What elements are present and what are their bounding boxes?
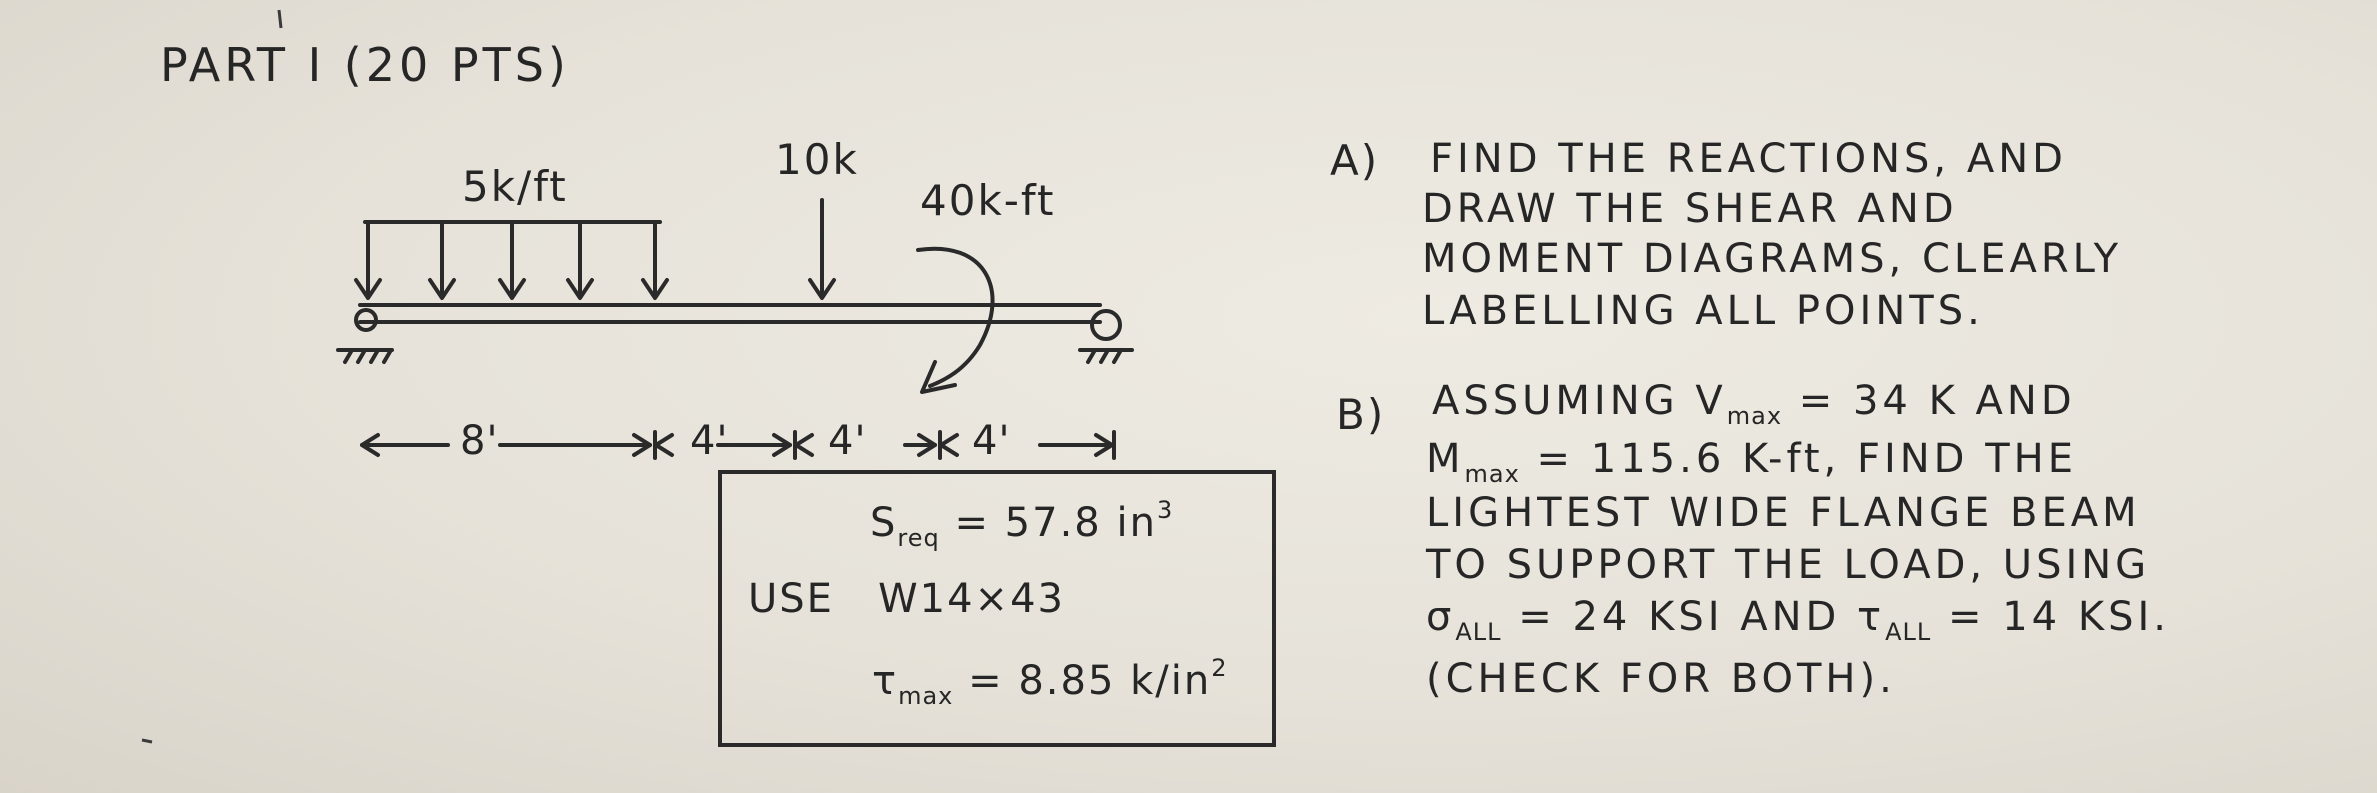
- page-title: PART I (20 PTS): [160, 38, 570, 92]
- moment-load-label: 40k-ft: [920, 176, 1056, 225]
- question-b-line-5: σALL = 24 KSI AND τALL = 14 KSI.: [1426, 594, 2170, 646]
- question-b-label: B): [1336, 390, 1386, 439]
- question-b-line-3: LIGHTEST WIDE FLANGE BEAM: [1426, 490, 2141, 536]
- question-a-line-3: MOMENT DIAGRAMS, CLEARLY: [1422, 236, 2123, 282]
- answer-box: Sreq = 57.8 in3 USE W14×43 τmax = 8.85 k…: [718, 470, 1276, 747]
- question-b-line-1: ASSUMING Vmax = 34 K AND: [1432, 378, 2076, 430]
- point-load-label: 10k: [775, 135, 859, 184]
- moment-arrow: [916, 246, 995, 394]
- pin-support-left: [336, 308, 394, 364]
- span-label-3: 4': [828, 418, 867, 464]
- point-load-arrow: [808, 198, 836, 300]
- question-a-line-2: DRAW THE SHEAR AND: [1422, 186, 1958, 232]
- use-section: USE W14×43: [748, 576, 1065, 622]
- s-required: Sreq = 57.8 in3: [870, 496, 1175, 552]
- question-a-label: A): [1330, 136, 1380, 185]
- distributed-load-arrows: [354, 220, 669, 300]
- span-label-2: 4': [690, 418, 729, 464]
- distributed-load-label: 5k/ft: [462, 162, 568, 211]
- question-b-line-6: (CHECK FOR BOTH).: [1426, 656, 1896, 702]
- question-a-line-1: FIND THE REACTIONS, AND: [1430, 136, 2067, 182]
- span-dimensions: 8' 4' 4' 4': [360, 418, 1140, 478]
- question-b-line-4: TO SUPPORT THE LOAD, USING: [1426, 542, 2151, 588]
- span-label-1: 8': [460, 418, 499, 464]
- beam: [358, 303, 1102, 324]
- question-a-line-4: LABELLING ALL POINTS.: [1422, 288, 1984, 334]
- dimension-line: [360, 430, 1116, 460]
- question-b-line-2: Mmax = 115.6 K-ft, FIND THE: [1426, 436, 2077, 488]
- span-label-4: 4': [972, 418, 1011, 464]
- roller-support-right: [1078, 309, 1134, 364]
- tau-max: τmax = 8.85 k/in2: [872, 654, 1229, 710]
